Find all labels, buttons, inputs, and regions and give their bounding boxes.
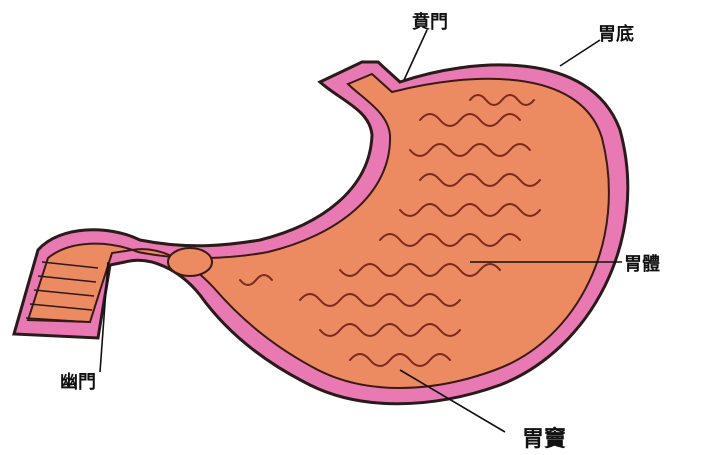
- pyloric-sphincter: [168, 248, 212, 276]
- pointer-line-fundus: [560, 40, 600, 66]
- label-body: 胃體: [624, 250, 660, 276]
- label-cardia: 賁門: [412, 8, 448, 34]
- label-antrum: 胃竇: [522, 421, 566, 453]
- pointer-line-cardia: [404, 30, 427, 80]
- label-fundus: 胃底: [598, 20, 634, 46]
- label-pylorus: 幽門: [60, 368, 96, 394]
